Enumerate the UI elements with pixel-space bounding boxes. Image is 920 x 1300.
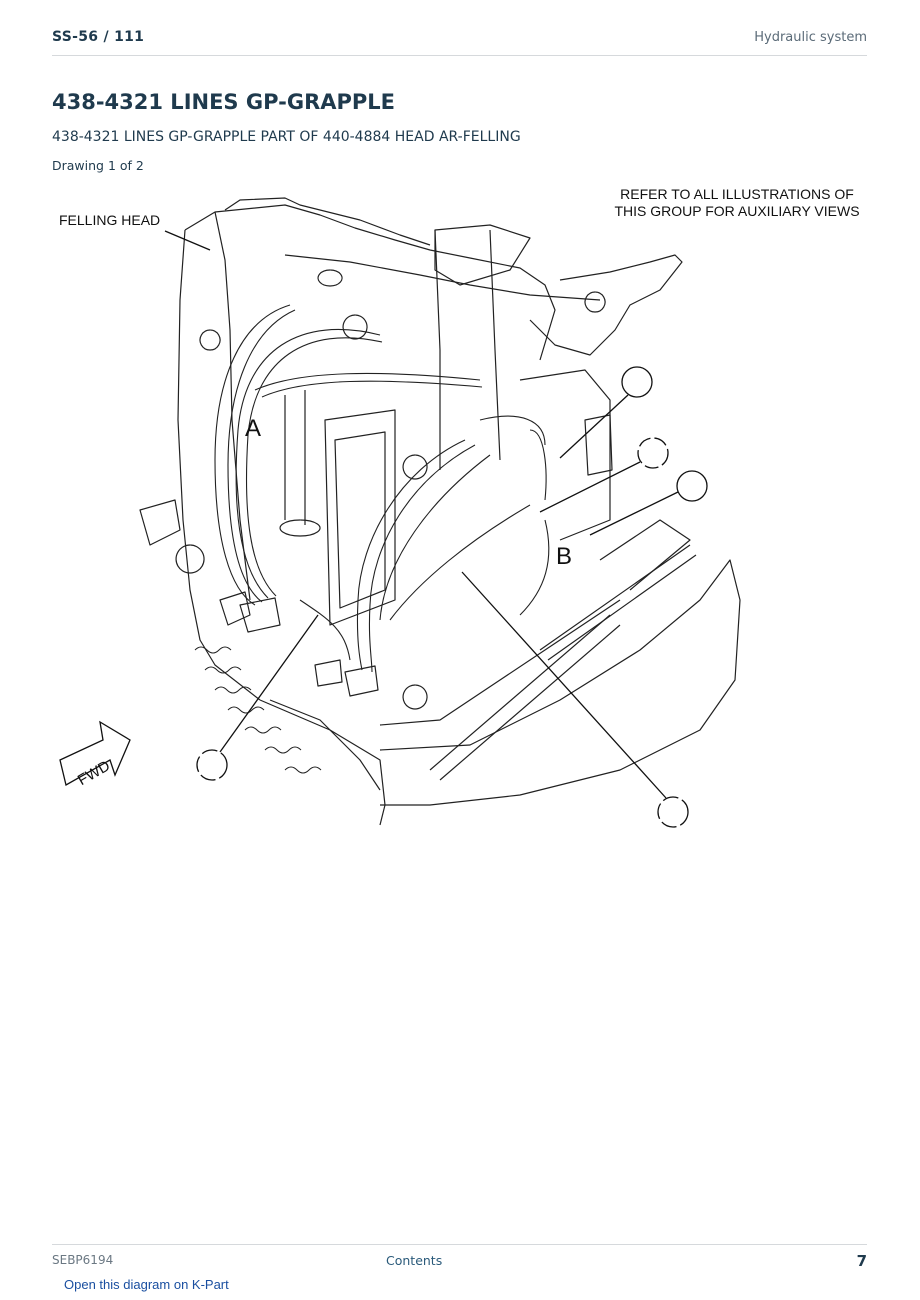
header-divider — [52, 55, 867, 56]
footer-divider — [52, 1244, 867, 1245]
view-label-b: B — [556, 543, 572, 570]
contents-link[interactable]: Contents — [386, 1253, 443, 1268]
document-id: SEBP6194 — [52, 1253, 114, 1267]
kpart-diagram-link[interactable]: Open this diagram on K-Part — [64, 1277, 229, 1292]
view-label-a: A — [245, 415, 261, 442]
section-name: Hydraulic system — [754, 30, 867, 45]
felling-head-label: FELLING HEAD — [59, 212, 160, 228]
page-reference: SS-56 / 111 — [52, 29, 145, 45]
page-title: 438-4321 LINES GP-GRAPPLE — [52, 90, 396, 114]
drawing-counter: Drawing 1 of 2 — [52, 158, 144, 173]
forward-arrow-icon — [59, 720, 131, 786]
parts-illustration: FWD FELLING HEAD REFER TO ALL ILLUSTRATI… — [59, 186, 860, 828]
auxiliary-views-note-line1: REFER TO ALL ILLUSTRATIONS OF — [620, 186, 854, 202]
page-number: 7 — [856, 1252, 867, 1270]
auxiliary-views-note-line2: THIS GROUP FOR AUXILIARY VIEWS — [614, 203, 859, 219]
page-subtitle: 438-4321 LINES GP-GRAPPLE PART OF 440-48… — [52, 129, 521, 145]
